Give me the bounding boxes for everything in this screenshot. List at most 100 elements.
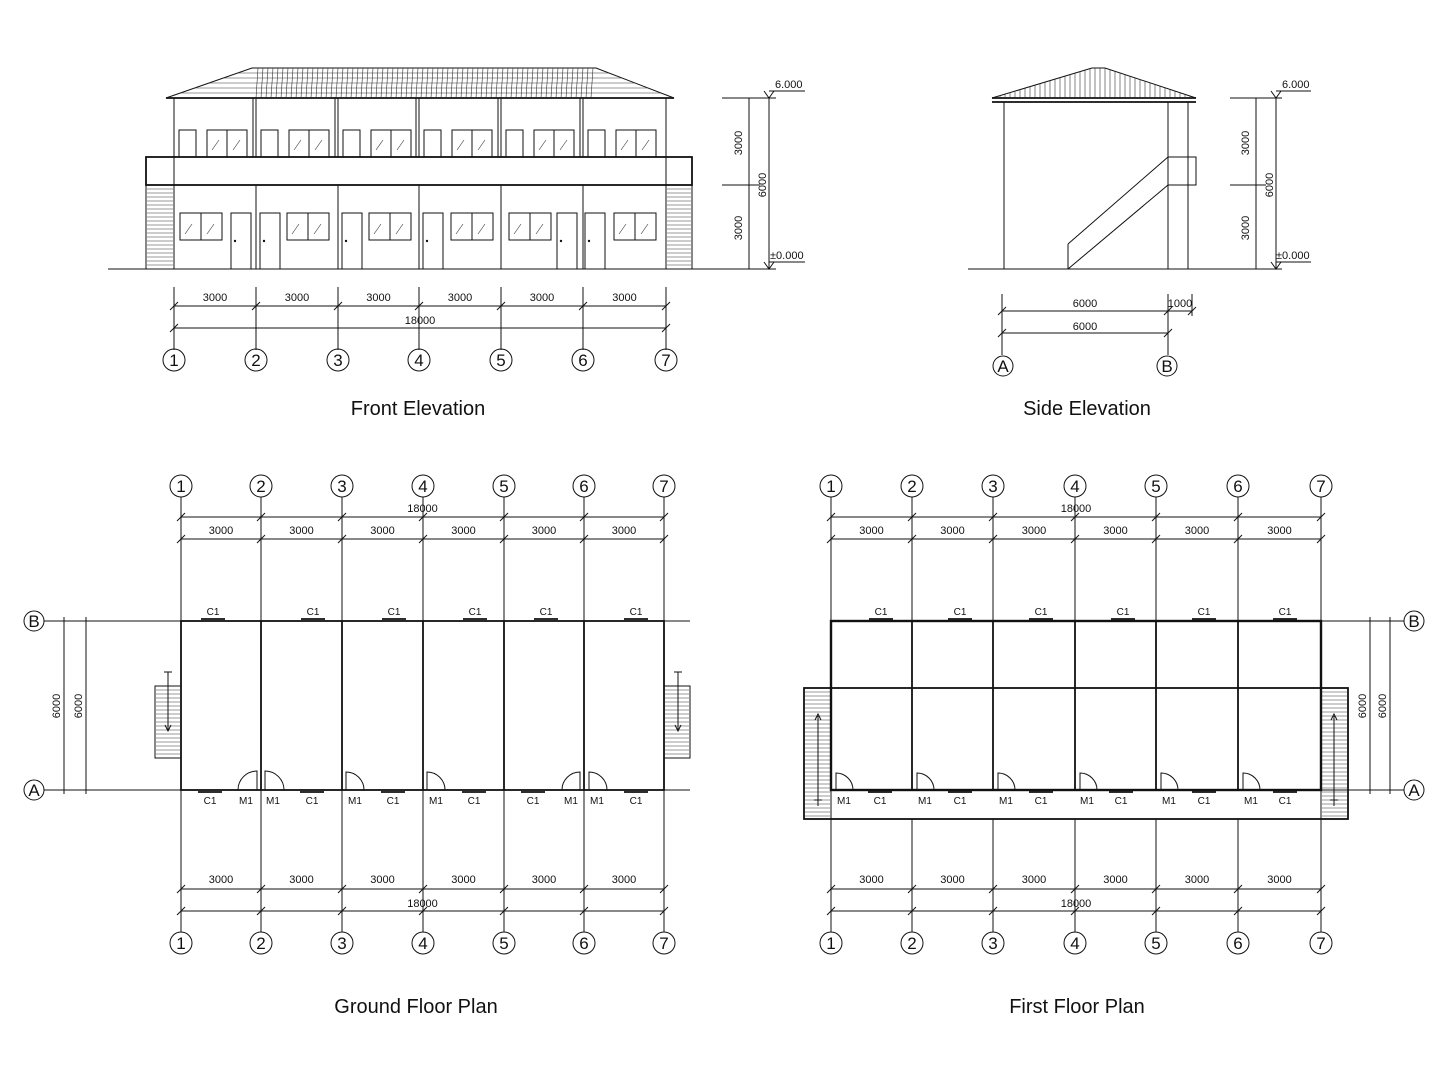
svg-text:B: B	[28, 612, 39, 631]
ground-floor-title: Ground Floor Plan	[334, 996, 497, 1018]
svg-text:1: 1	[826, 934, 835, 953]
ground-door-tag: M1	[239, 796, 253, 807]
lower-door	[584, 212, 606, 270]
first-dim-total-top: 18000	[1061, 503, 1092, 515]
first-axis-bottom-6: 6	[1226, 931, 1250, 955]
door-swing	[345, 771, 365, 791]
first-floor-plan: 6000 6000 B A First Floor Plan 112233445…	[803, 474, 1425, 1018]
first-dim-depth-outer: 6000	[1377, 694, 1389, 718]
first-window-tag: C1	[1279, 796, 1292, 807]
svg-text:7: 7	[659, 934, 668, 953]
first-axis-top-7: 7	[1309, 474, 1333, 498]
front-dim-lower-floor: 3000	[733, 216, 745, 240]
ground-axis-bottom-3: 3	[330, 931, 354, 955]
side-dim-upper-floor: 3000	[1240, 131, 1252, 155]
ground-dim-total-bottom: 18000	[407, 898, 438, 910]
svg-text:6: 6	[579, 477, 588, 496]
first-dim-bay-top: 3000	[859, 525, 883, 537]
first-dim-total-bottom: 18000	[1061, 898, 1092, 910]
first-window-tag: C1	[1117, 607, 1130, 618]
svg-text:6: 6	[1233, 934, 1242, 953]
side-dim-lower-floor: 3000	[1240, 216, 1252, 240]
first-window-tag: C1	[954, 796, 967, 807]
ground-dim-bay-bottom: 3000	[612, 874, 636, 886]
first-window-tag: C1	[1115, 796, 1128, 807]
first-window-tag: C1	[1279, 607, 1292, 618]
side-elevation	[968, 67, 1240, 270]
first-dim-depth-inner: 6000	[1357, 694, 1369, 718]
first-window-tag: C1	[1035, 796, 1048, 807]
ground-dim-bay-top: 3000	[289, 525, 313, 537]
front-level-roof: 6.000	[775, 79, 803, 91]
front-axis-5: 5	[489, 348, 513, 372]
side-height-dimensions: 6.000 ±0.000 3000 3000 6000	[1230, 79, 1311, 270]
first-dim-bay-top: 3000	[1022, 525, 1046, 537]
front-dim-height-total: 6000	[757, 173, 769, 197]
ground-window-tag: C1	[468, 796, 481, 807]
svg-text:3: 3	[333, 351, 342, 370]
front-dim-upper-floor: 3000	[733, 131, 745, 155]
first-window-tag: C1	[1198, 607, 1211, 618]
door-swing	[916, 772, 935, 791]
ground-dim-bay-bottom: 3000	[532, 874, 556, 886]
ground-window-tag: C1	[630, 607, 643, 618]
svg-text:7: 7	[1316, 934, 1325, 953]
lower-door	[556, 212, 578, 270]
ground-axis-top-7: 7	[652, 474, 676, 498]
ground-door-tag: M1	[429, 796, 443, 807]
front-axis-1: 1	[162, 348, 186, 372]
upper-door	[423, 129, 442, 158]
ground-dim-bay-top: 3000	[370, 525, 394, 537]
side-level-ground: ±0.000	[1276, 250, 1310, 262]
front-dim-bay: 3000	[203, 292, 227, 304]
svg-text:5: 5	[499, 934, 508, 953]
side-dim-stair: 1000	[1168, 298, 1192, 310]
ground-dim-bay-bottom: 3000	[370, 874, 394, 886]
ground-stair-right	[663, 671, 691, 759]
first-door-tag: M1	[837, 796, 851, 807]
first-stair-left	[805, 691, 830, 817]
upper-door	[342, 129, 361, 158]
ground-dim-bay-bottom: 3000	[451, 874, 475, 886]
first-dim-bay-bottom: 3000	[1022, 874, 1046, 886]
front-height-dimensions: 6.000 ±0.000 3000 3000 6000	[722, 79, 805, 270]
ground-axis-top-5: 5	[492, 474, 516, 498]
first-dim-bay-bottom: 3000	[1103, 874, 1127, 886]
first-door-tag: M1	[1244, 796, 1258, 807]
ground-window-tag: C1	[388, 607, 401, 618]
svg-text:3: 3	[337, 934, 346, 953]
side-axis-b: B	[1156, 355, 1178, 377]
svg-text:5: 5	[1151, 477, 1160, 496]
ground-axis-a: A	[23, 779, 45, 801]
first-door-tag: M1	[1162, 796, 1176, 807]
front-elevation	[108, 67, 740, 270]
door-swing	[1160, 772, 1179, 791]
first-axis-bottom-4: 4	[1063, 931, 1087, 955]
ground-door-tag: M1	[266, 796, 280, 807]
ground-dim-bay-bottom: 3000	[209, 874, 233, 886]
door-swing	[237, 770, 258, 791]
first-axis-bottom-1: 1	[819, 931, 843, 955]
upper-door	[260, 129, 279, 158]
svg-text:2: 2	[256, 934, 265, 953]
svg-text:1: 1	[826, 477, 835, 496]
first-dim-bay-bottom: 3000	[940, 874, 964, 886]
svg-text:7: 7	[661, 351, 670, 370]
first-axis-top-2: 2	[900, 474, 924, 498]
upper-door	[587, 129, 606, 158]
first-dim-bay-bottom: 3000	[859, 874, 883, 886]
ground-axis-top-2: 2	[249, 474, 273, 498]
ground-axis-bottom-2: 2	[249, 931, 273, 955]
ground-door-tag: M1	[348, 796, 362, 807]
svg-text:5: 5	[496, 351, 505, 370]
svg-text:4: 4	[414, 351, 423, 370]
svg-text:2: 2	[256, 477, 265, 496]
svg-text:7: 7	[1316, 477, 1325, 496]
first-axis-bottom-2: 2	[900, 931, 924, 955]
front-dim-total: 18000	[405, 315, 436, 327]
svg-text:2: 2	[907, 934, 916, 953]
ground-dim-depth-outer: 6000	[51, 694, 63, 718]
svg-text:1: 1	[176, 477, 185, 496]
ground-window-tag: C1	[469, 607, 482, 618]
